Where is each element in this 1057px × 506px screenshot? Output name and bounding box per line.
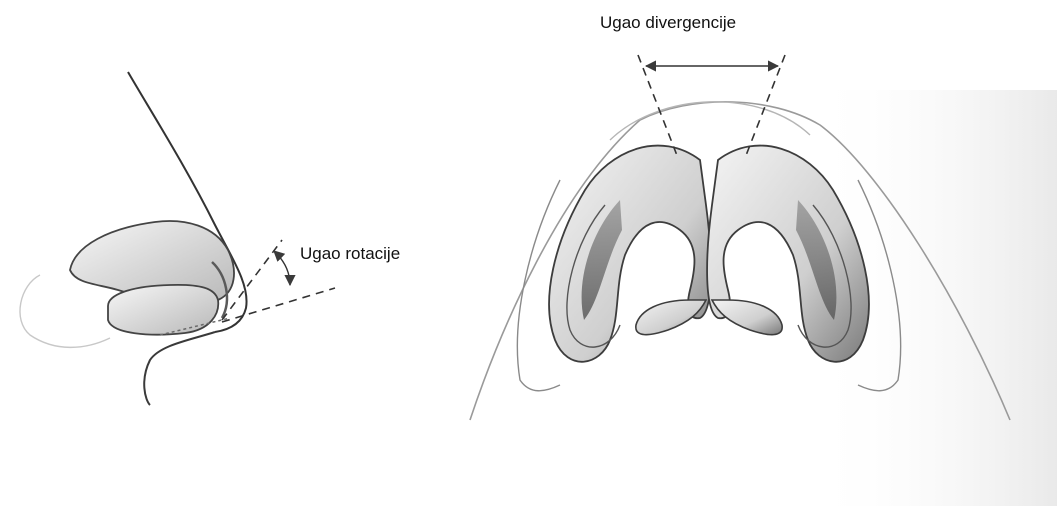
rotation-line-lower <box>222 288 335 322</box>
nostril-lobule <box>108 285 218 335</box>
left-lateral-crus <box>549 146 711 362</box>
divergence-angle-label: Ugao divergencije <box>600 13 736 33</box>
nose-basal-view <box>470 55 1057 506</box>
divergence-line-right <box>745 55 785 158</box>
rotation-arc-arrow <box>274 251 290 285</box>
columella-lip-junction <box>144 332 215 405</box>
upper-lip-outline <box>20 275 110 347</box>
nose-lateral-view <box>20 72 335 405</box>
rotation-angle-label: Ugao rotacije <box>300 244 400 264</box>
